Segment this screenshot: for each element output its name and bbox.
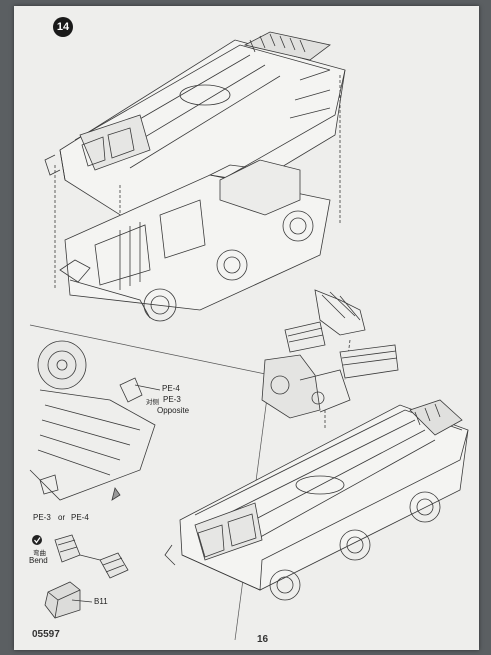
choice-pe3: PE-3	[33, 513, 51, 522]
page-number: 16	[257, 634, 269, 645]
upper-hull-drawing	[44, 31, 346, 241]
b11-leader-line	[71, 599, 93, 603]
part-b11-label: B11	[94, 597, 108, 606]
choice-pe4: PE-4	[71, 513, 89, 522]
bend-leader-line	[79, 554, 101, 561]
callout-opposite-cjk: 对侧	[146, 399, 159, 406]
step-number-badge: 14	[53, 17, 73, 37]
inset-detail-drawing	[29, 340, 156, 501]
inset-divider	[29, 324, 271, 376]
callout-opposite: Opposite	[157, 406, 190, 415]
bend-check-icon	[32, 535, 42, 545]
callout-pe3: PE-3	[163, 395, 181, 404]
bend-label: Bend	[29, 556, 48, 565]
pe4-leader-line	[134, 384, 161, 391]
assembled-vehicle-drawing	[164, 399, 469, 601]
launcher-drawing	[261, 289, 399, 419]
chassis-drawing	[59, 159, 331, 322]
bend-cjk: 弯曲	[33, 550, 46, 557]
pe-parts-drawing	[44, 534, 129, 619]
callout-pe4: PE-4	[162, 384, 180, 393]
product-code: 05597	[32, 629, 60, 640]
choice-or: or	[58, 513, 66, 522]
